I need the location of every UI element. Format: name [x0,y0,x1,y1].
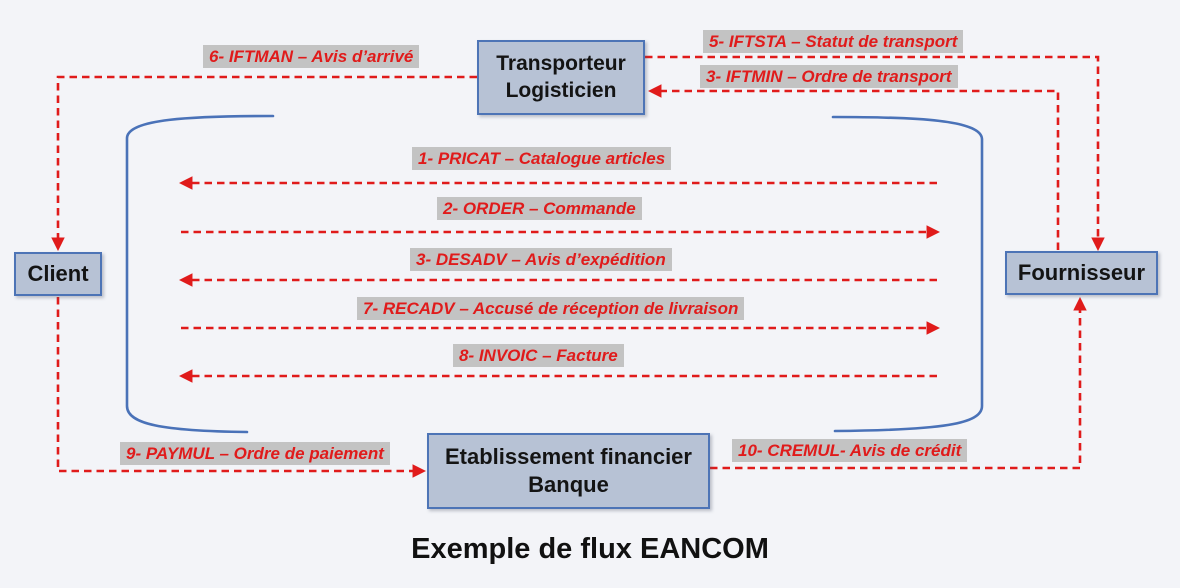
entity-box-fournisseur: Fournisseur [1005,251,1158,295]
flow-label-order: 2- ORDER – Commande [437,197,642,220]
right-bracket-shape [831,115,984,433]
flow-label-paymul: 9- PAYMUL – Ordre de paiement [120,442,390,465]
entity-box-transporteur: Transporteur Logisticien [477,40,645,115]
client-label: Client [27,260,89,286]
flow-label-invoic: 8- INVOIC – Facture [453,344,624,367]
flow-line-iftmin [647,84,1060,250]
flow-label-iftsta: 5- IFTSTA – Statut de transport [703,30,964,53]
flow-line-paymul [56,297,427,478]
entity-box-client: Client [14,252,102,296]
banque-label-line2: Banque [528,472,609,497]
flow-label-iftmin: 3- IFTMIN – Ordre de transport [700,65,958,88]
flow-label-iftman: 6- IFTMAN – Avis d’arrivé [203,45,420,68]
banque-label-line1: Etablissement financier [445,443,692,469]
flow-label-pricat: 1- PRICAT – Catalogue articles [412,147,672,170]
diagram-title: Exemple de flux EANCOM [411,533,769,565]
flow-line-cremul [710,296,1087,470]
entity-box-banque: Etablissement financier Banque [427,433,710,509]
transporteur-label-line2: Logisticien [505,78,617,102]
flow-label-desadv: 3- DESADV – Avis d’expédition [410,248,672,271]
left-bracket-shape [125,114,275,434]
flow-label-recadv: 7- RECADV – Accusé de réception de livra… [357,297,745,320]
flow-label-cremul: 10- CREMUL- Avis de crédit [732,439,968,462]
fournisseur-label: Fournisseur [1017,259,1146,285]
flow-line-iftsta [645,55,1105,252]
transporteur-label-line1: Transporteur [496,51,626,75]
flow-line-iftman [51,75,477,252]
